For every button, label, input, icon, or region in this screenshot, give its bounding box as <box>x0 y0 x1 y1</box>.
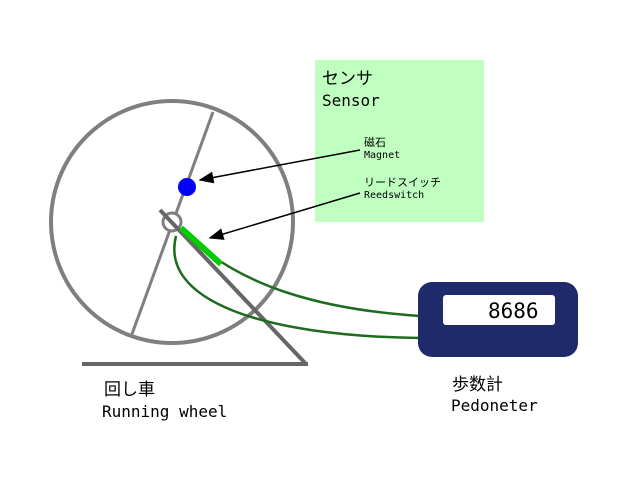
magnet-label-jp: 磁石 <box>364 136 386 149</box>
sensor-panel <box>315 60 484 222</box>
pedometer-label-jp: 歩数計 <box>452 375 503 395</box>
magnet-icon <box>178 178 196 196</box>
wheel-label-jp: 回し車 <box>104 380 155 400</box>
sensor-title-jp: センサ <box>322 69 373 89</box>
magnet-arrow <box>198 149 361 184</box>
pedometer-label-en: Pedoneter <box>451 396 538 415</box>
sensor-title-en: Sensor <box>322 91 380 110</box>
pedometer-display <box>443 295 555 325</box>
reed-arrow <box>208 192 361 240</box>
wheel-label-en: Running wheel <box>102 402 227 421</box>
pedometer-count: 8686 <box>488 299 539 323</box>
magnet-label-en: Magnet <box>364 150 400 161</box>
stand-leg <box>158 208 308 366</box>
reed-switch <box>178 225 224 267</box>
reed-label-en: Reedswitch <box>364 190 424 201</box>
running-wheel-rim <box>49 99 295 345</box>
wire-lower <box>173 235 421 340</box>
reed-label-jp: リードスイッチ <box>364 176 441 189</box>
